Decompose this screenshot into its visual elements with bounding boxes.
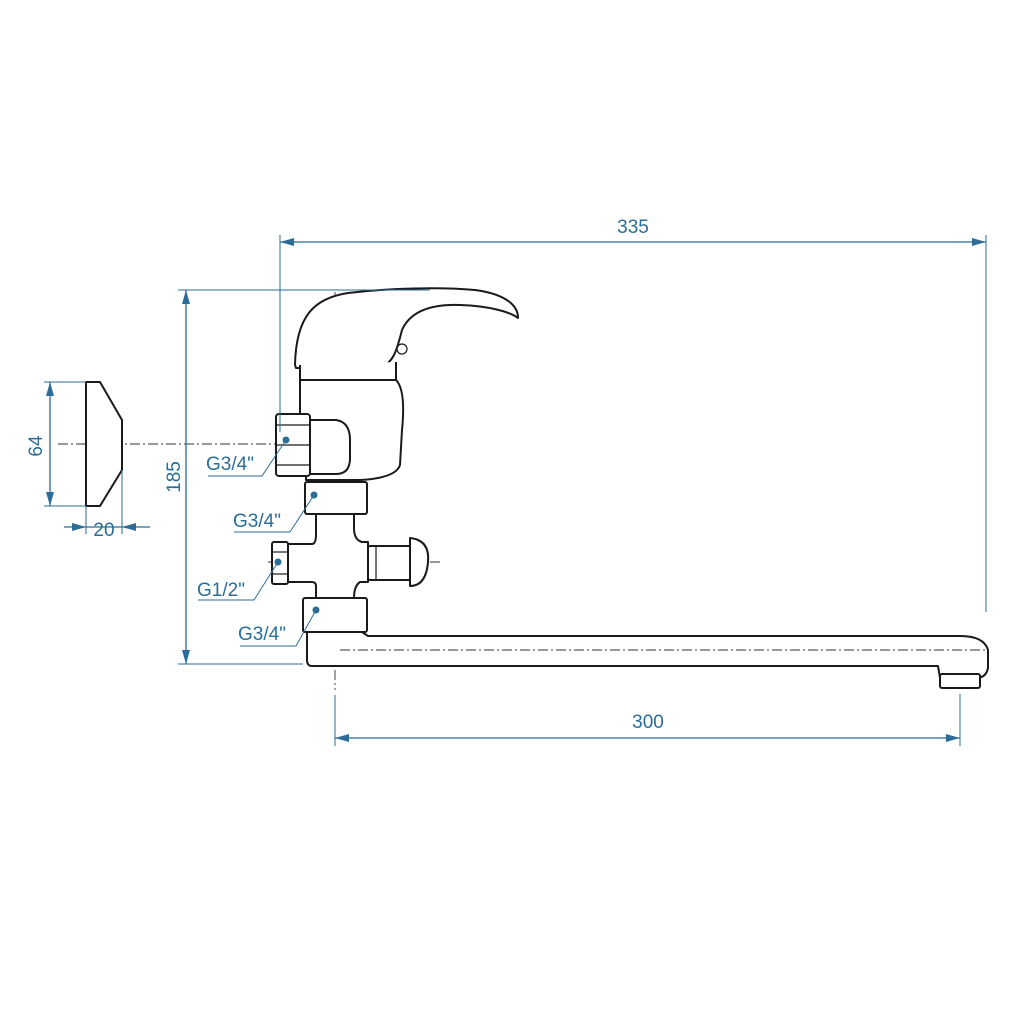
upper-hex-nut	[275, 413, 311, 477]
dim-300-label: 300	[632, 712, 664, 733]
dimension-overall-length: 335	[279, 217, 987, 612]
thread-shower-outlet-label: G1/2"	[197, 580, 245, 601]
dim-20-label: 20	[93, 520, 114, 541]
dim-64-label: 64	[26, 435, 47, 457]
aerator	[939, 673, 981, 689]
thread-upper-inlet-label: G3/4"	[206, 454, 254, 475]
cartridge-housing	[299, 362, 397, 381]
handle-lever	[294, 287, 519, 369]
thread-spout-connection-label: G3/4"	[238, 624, 286, 645]
faucet-body	[271, 287, 989, 689]
dimension-spout-reach: 300	[334, 694, 961, 746]
wall-flange	[85, 381, 123, 507]
dim-185-label: 185	[164, 461, 185, 493]
dimension-flange-diameter: 64	[26, 381, 86, 507]
dimension-height: 185	[164, 289, 430, 665]
long-spout	[306, 631, 989, 679]
callout-shower-outlet: G1/2"	[197, 558, 282, 601]
callout-upper-inlet: G3/4"	[206, 436, 290, 477]
callout-body-connection: G3/4"	[233, 491, 318, 533]
thread-body-connection-label: G3/4"	[233, 511, 281, 532]
dimension-flange-depth: 20	[64, 470, 150, 541]
callout-spout-connection: G3/4"	[238, 606, 320, 647]
dim-335-label: 335	[617, 217, 649, 238]
diverter-knob	[367, 537, 430, 587]
